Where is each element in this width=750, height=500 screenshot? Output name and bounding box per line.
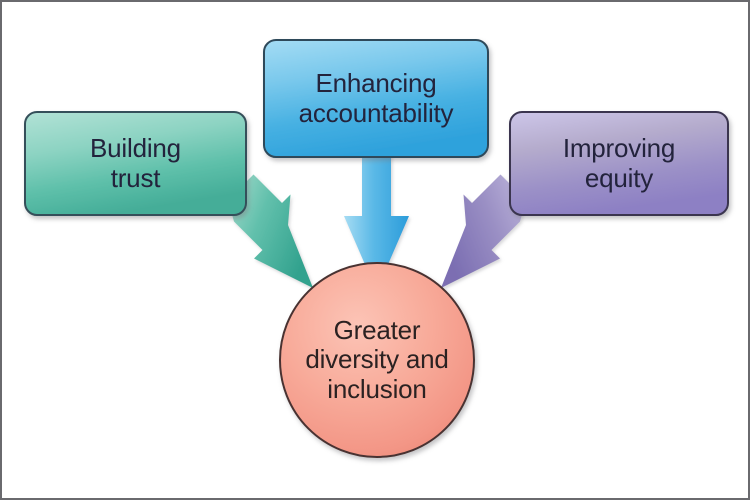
arrow-accountability-shape — [344, 150, 409, 291]
node-greater-diversity-and-inclusion[interactable] — [279, 262, 475, 458]
node-enhancing-accountability[interactable] — [263, 39, 489, 158]
arrow-equity-shape — [441, 174, 526, 288]
node-building-trust[interactable] — [24, 111, 247, 216]
node-improving-equity[interactable] — [509, 111, 729, 216]
arrow-trust-shape — [228, 174, 313, 288]
